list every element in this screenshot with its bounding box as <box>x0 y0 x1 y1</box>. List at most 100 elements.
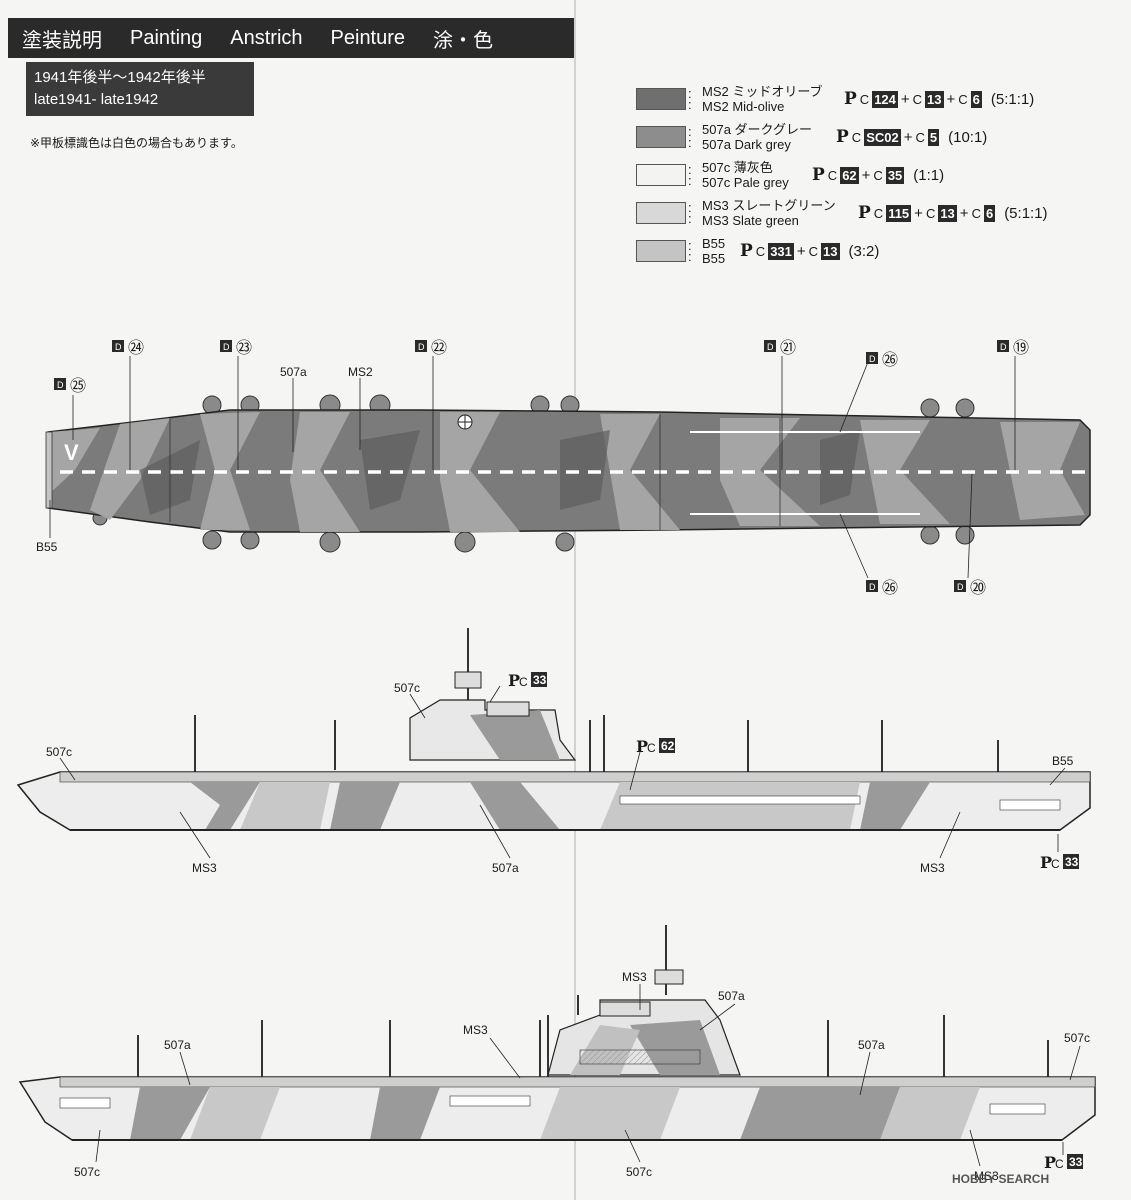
svg-text:D: D <box>869 582 876 592</box>
deck-letter: V <box>64 440 79 465</box>
decal-marker: D ⑳ <box>954 579 986 597</box>
decal-marker: D ㉓ <box>220 339 252 357</box>
decal-marker: D ㉕ <box>54 377 86 395</box>
label-507a: 507a <box>492 861 519 875</box>
mix-ratio: (3:2) <box>848 242 880 260</box>
svg-text:C: C <box>519 675 528 689</box>
period-box: 1941年後半～1942年後半 late1941- late1942 <box>26 62 254 116</box>
color-name-en: B55 <box>702 251 726 266</box>
svg-text:D: D <box>1000 342 1007 352</box>
color-swatch <box>636 202 686 224</box>
decal-marker: D ㉔ <box>112 339 144 357</box>
svg-text:33: 33 <box>1065 855 1079 869</box>
header-fr: Peinture <box>330 26 406 49</box>
header-jp: 塗装説明 <box>22 29 102 52</box>
color-name-jp: MS3 スレートグリーン <box>702 198 836 213</box>
svg-text:⑲: ⑲ <box>1013 339 1029 357</box>
svg-text:62: 62 <box>661 739 675 753</box>
label-ms3: MS3 <box>622 970 647 984</box>
color-name-en: MS2 Mid-olive <box>702 99 785 114</box>
label-b55: B55 <box>36 540 58 554</box>
svg-text:C: C <box>647 741 656 755</box>
color-name-jp: 507c 薄灰色 <box>702 160 773 175</box>
color-name-en: 507a Dark grey <box>702 137 791 152</box>
svg-text:㉓: ㉓ <box>236 339 252 357</box>
decal-marker: D ㉖ <box>866 351 898 369</box>
paint-code: 13 <box>925 90 944 108</box>
svg-text:D: D <box>767 342 774 352</box>
paint-code: 331 <box>768 242 794 260</box>
mix-ratio: (1:1) <box>913 166 945 184</box>
paint-code: 115 <box>886 204 912 222</box>
color-name-jp: 507a ダークグレー <box>702 122 813 137</box>
header-jp2: 涂・色 <box>433 29 494 52</box>
color-name-en: MS3 Slate green <box>702 213 799 228</box>
svg-text:㉖: ㉖ <box>882 579 898 597</box>
label-507c: 507c <box>1064 1031 1090 1045</box>
label-ms3: MS3 <box>463 1023 488 1037</box>
period-en: late1941- late1942 <box>34 91 159 108</box>
color-swatch <box>636 240 686 262</box>
color-swatch <box>636 88 686 110</box>
label-507c: 507c <box>74 1165 100 1179</box>
svg-text:P: P <box>636 737 648 756</box>
decal-marker: D ⑲ <box>997 339 1029 357</box>
fold-line <box>574 0 576 1200</box>
svg-text:P: P <box>1044 1153 1056 1172</box>
color-name-jp: MS2 ミッドオリーブ <box>702 84 823 99</box>
label-507a: 507a <box>718 989 745 1003</box>
paint-code: 6 <box>970 90 982 108</box>
svg-text:P: P <box>1040 853 1052 872</box>
deck-marking-note: ※甲板標識色は白色の場合もあります。 <box>30 136 243 150</box>
label-507a: 507a <box>164 1038 191 1052</box>
paint-code: 13 <box>821 242 840 260</box>
paint-code: 13 <box>938 204 957 222</box>
label-ms3: MS3 <box>974 1169 999 1183</box>
mix-ratio: (5:1:1) <box>1004 204 1048 222</box>
svg-text:⑳: ⑳ <box>970 579 986 597</box>
color-name-jp: B55 <box>702 236 726 251</box>
ship-diagram: V D ㉕ D ㉔ D ㉓ <box>16 339 1096 1183</box>
period-jp: 1941年後半～1942年後半 <box>34 69 206 86</box>
svg-text:D: D <box>869 354 876 364</box>
paint-callout: P C 33 <box>508 671 547 690</box>
paint-code: 5 <box>927 128 940 146</box>
header-en: Painting <box>130 26 203 49</box>
svg-text:D: D <box>57 380 64 390</box>
paint-callout: P C 33 <box>1040 853 1079 872</box>
paint-code: 124 <box>872 90 898 108</box>
svg-text:D: D <box>115 342 122 352</box>
side-view-2: MS3 507a 507a MS3 507a 507c 507c 507c MS… <box>18 925 1096 1183</box>
label-ms3: MS3 <box>192 861 217 875</box>
svg-text:33: 33 <box>533 673 547 687</box>
label-b55: B55 <box>1052 754 1074 768</box>
label-ms3: MS3 <box>920 861 945 875</box>
side-view-1: 507c 507c 507a MS3 MS3 B55 P C 33 P C 62… <box>16 628 1091 875</box>
svg-text:㉕: ㉕ <box>70 377 86 395</box>
color-name-en: 507c Pale grey <box>702 175 789 190</box>
label-507c: 507c <box>46 745 72 759</box>
header-bar: 塗装説明 Painting Anstrich Peinture 涂・色 <box>8 18 574 58</box>
paint-code: SC02 <box>864 128 901 146</box>
svg-text:D: D <box>957 582 964 592</box>
top-view: V D ㉕ D ㉔ D ㉓ <box>36 339 1091 597</box>
paint-callout: P C 33 <box>1044 1153 1083 1172</box>
svg-text:C: C <box>1051 857 1060 871</box>
label-507c: 507c <box>394 681 420 695</box>
decal-marker: D ㉒ <box>415 339 447 357</box>
paint-code: 35 <box>885 166 905 184</box>
color-swatch <box>636 164 686 186</box>
svg-text:33: 33 <box>1069 1155 1083 1169</box>
label-507a: 507a <box>858 1038 885 1052</box>
svg-text:㉖: ㉖ <box>882 351 898 369</box>
